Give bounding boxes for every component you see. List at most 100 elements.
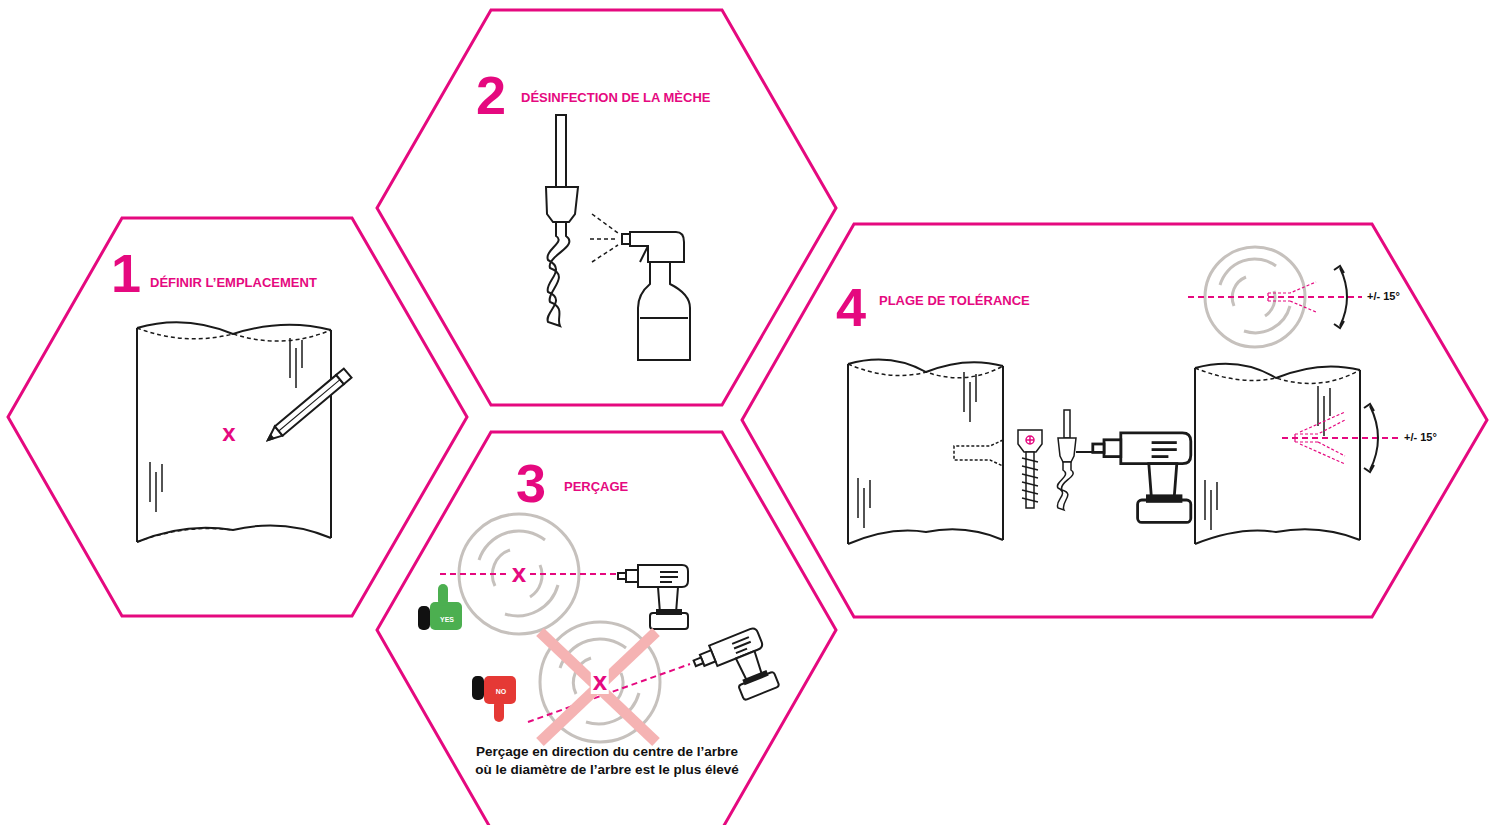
trunk-section (1232, 277, 1246, 306)
wrong-axis (528, 664, 690, 722)
thumbs-up (418, 606, 430, 630)
hexagon-outline (376, 9, 838, 407)
angle-arrow (1334, 266, 1347, 328)
location-mark: x (220, 421, 237, 445)
center-mark: x (591, 668, 609, 694)
pencil (336, 369, 351, 385)
tree-trunk (848, 360, 1003, 373)
angle-arrow (1334, 321, 1344, 328)
tree-trunk (137, 322, 331, 334)
spray-bottle (622, 234, 630, 244)
thumbs-down (484, 676, 516, 704)
thumbs-up (438, 584, 448, 606)
tree-trunk (1195, 529, 1360, 544)
trunk-section (1244, 306, 1290, 333)
anchor-screw (1018, 430, 1042, 508)
tree-trunk (847, 364, 849, 544)
tree-trunk (137, 322, 331, 542)
cross-mark (540, 632, 656, 742)
anchor-screw (1029, 436, 1031, 444)
joint-line (1076, 451, 1092, 453)
pencil (264, 369, 351, 445)
tree-trunk (848, 529, 1003, 544)
cross-mark (540, 632, 656, 742)
angle-arrow (1364, 465, 1374, 472)
tree-trunk (137, 328, 331, 341)
thumbs-down (472, 676, 516, 722)
hexagon-outline (742, 224, 1487, 617)
pencil (279, 380, 340, 431)
anchor-screw (1022, 458, 1038, 502)
step-note: Perçage en direction du centre de l’arbr… (472, 743, 742, 778)
thumbs-down (472, 676, 484, 700)
spray-bottle (640, 317, 688, 319)
trunk-section (505, 585, 558, 616)
spray-bottle (640, 246, 648, 262)
thumbs-up (418, 584, 462, 630)
yes-tag: YES (440, 616, 454, 623)
drill-bit (1058, 438, 1076, 462)
drill-bit (1064, 410, 1070, 438)
tree-trunk (848, 360, 1003, 545)
anchor-screw (1018, 430, 1042, 452)
tree-trunk (290, 338, 302, 388)
step-hexagon: 3PERÇAGEPerçage en direction du centre d… (376, 431, 838, 825)
hexagon-outline (8, 218, 467, 616)
drill-bit (1057, 410, 1076, 510)
trunk-section (492, 550, 510, 586)
drill-bit (548, 222, 570, 326)
angle-arrow (1340, 268, 1347, 326)
drill-hole (954, 440, 1003, 466)
step-hexagon: 4PLAGE DE TOLÉRANCE (740, 223, 1490, 620)
angle-arrow (1370, 406, 1378, 470)
tree-trunk (330, 330, 332, 538)
tree-trunk (1194, 368, 1196, 544)
spray-bottle (630, 232, 684, 262)
tree-trunk (137, 529, 233, 543)
angle-arrow (1364, 404, 1374, 411)
angle-label: +/- 15° (1404, 432, 1437, 443)
angle-arrow (1334, 266, 1344, 273)
thumbs-down (494, 700, 504, 722)
step-hexagon: 2 DÉSINFECTION DE LA MÈCHE (376, 9, 838, 407)
pencil (267, 435, 273, 441)
spray-mist (590, 214, 618, 262)
tree-trunk (1318, 386, 1330, 436)
no-tag: NO (496, 688, 507, 695)
drill-bit (546, 115, 578, 326)
cross-mark (540, 632, 656, 742)
spray-mist (592, 214, 618, 233)
tree-trunk (1359, 370, 1361, 540)
drill-bit (546, 187, 578, 222)
drill-axis (1282, 437, 1398, 439)
tree-trunk (137, 526, 331, 543)
trunk-section (1265, 291, 1275, 316)
cordless-drill (618, 565, 688, 629)
step-number: 4 (836, 280, 866, 334)
drill-bit (1057, 462, 1073, 510)
cordless-drill (691, 627, 780, 713)
drill-bit (556, 115, 566, 187)
trunk-section (479, 531, 545, 560)
tree-trunk (1195, 364, 1360, 544)
tree-trunk (1002, 366, 1004, 540)
tree-trunk (848, 364, 1003, 378)
step-number: 1 (111, 246, 141, 300)
trunk-section (530, 565, 542, 597)
angle-label: +/- 15° (1367, 291, 1400, 302)
anchor-screw (1026, 436, 1034, 444)
trunk-section (1220, 259, 1276, 285)
spray-mist (592, 245, 618, 262)
step-heading: DÉFINIR L’EMPLACEMENT (150, 276, 317, 289)
step-heading: PERÇAGE (564, 480, 628, 493)
step-number: 2 (476, 68, 506, 122)
step-hexagon: 1DÉFINIR L’EMPLACEMENT (6, 217, 469, 617)
spray-bottle (638, 262, 690, 360)
pencil (275, 375, 344, 436)
step-heading: DÉSINFECTION DE LA MÈCHE (521, 91, 710, 104)
tree-trunk (1195, 364, 1360, 378)
hexagon-outline (377, 432, 836, 825)
